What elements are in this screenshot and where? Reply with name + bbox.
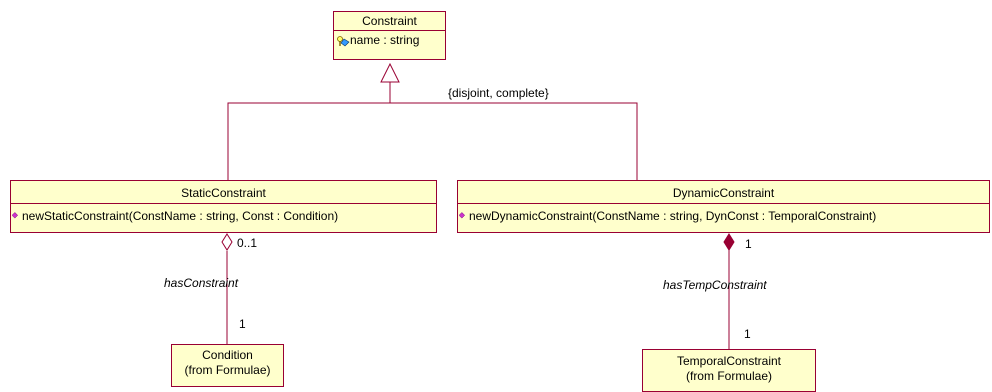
class-static-constraint[interactable]: StaticConstraint newStaticConstraint(Con… [10, 180, 437, 233]
class-name: StaticConstraint [11, 181, 436, 204]
operation-icon [459, 212, 466, 219]
package-note: (from Formulae) [184, 363, 271, 377]
generalization-constraint-label: {disjoint, complete} [448, 86, 549, 100]
has-temp-constraint-source-multiplicity: 1 [745, 237, 752, 251]
class-name: TemporalConstraint [676, 354, 782, 368]
has-temp-constraint-name: hasTempConstraint [663, 278, 767, 292]
has-temp-constraint-target-multiplicity: 1 [744, 327, 751, 341]
generalization-tree [227, 102, 638, 180]
class-condition[interactable]: Condition (from Formulae) [171, 344, 284, 387]
operation-text: newStaticConstraint(ConstName : string, … [22, 209, 339, 223]
aggregation-diamond [221, 233, 233, 251]
key-attribute-icon [337, 35, 350, 46]
class-name: Condition [202, 348, 253, 362]
has-constraint-source-multiplicity: 0..1 [237, 236, 258, 250]
class-temporal-constraint[interactable]: TemporalConstraint (from Formulae) [642, 349, 816, 392]
operation-icon [12, 212, 19, 219]
class-name: Constraint [334, 12, 445, 31]
generalization-arrowhead [380, 62, 400, 83]
operation-row: newStaticConstraint(ConstName : string, … [11, 204, 436, 228]
has-constraint-name: hasConstraint [164, 276, 239, 290]
operation-row: newDynamicConstraint(ConstName : string,… [458, 204, 989, 228]
class-constraint[interactable]: Constraint name : string [333, 11, 446, 60]
has-constraint-target-multiplicity: 1 [239, 317, 246, 331]
composition-diamond [723, 233, 735, 251]
package-note: (from Formulae) [685, 369, 772, 383]
attribute-row: name : string [334, 31, 445, 50]
class-name: DynamicConstraint [458, 181, 989, 204]
attribute-text: name : string [350, 33, 420, 47]
class-dynamic-constraint[interactable]: DynamicConstraint newDynamicConstraint(C… [457, 180, 990, 233]
operation-text: newDynamicConstraint(ConstName : string,… [469, 209, 877, 223]
